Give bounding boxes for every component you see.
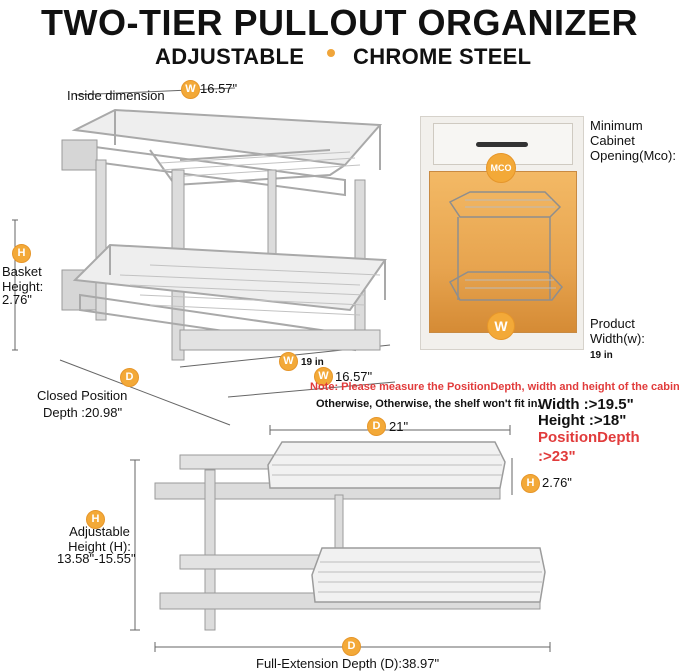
product-width-value: 19 in xyxy=(590,350,613,361)
width-19-label: 19 in xyxy=(301,357,324,368)
extended-organizer-illustration xyxy=(130,425,551,652)
product-width-badge: W xyxy=(487,312,515,340)
width-16-label: 16.57" xyxy=(335,369,373,384)
adjustable-height-value: 13.58"-15.55" xyxy=(57,551,136,566)
spec-position-depth: PositionDepth :>23" xyxy=(538,429,640,465)
depth-badge: D xyxy=(120,368,139,387)
separator-dot xyxy=(327,49,335,57)
adjustable-height-label: Adjustable Height (H): xyxy=(68,524,131,554)
measure-note: Note: Please measure the PositionDepth, … xyxy=(310,381,679,393)
closed-depth-label: Depth :20.98" xyxy=(43,405,123,420)
full-extension-badge: D xyxy=(342,637,361,656)
product-width-label: Product Width(w): xyxy=(590,316,645,346)
min-cabinet-opening-label: Minimum Cabinet Opening(Mco): xyxy=(590,118,676,163)
inside-width-value: 16.57" xyxy=(200,81,238,96)
subtitle-adjustable: ADJUSTABLE xyxy=(155,44,305,69)
inside-dimension-label: Inside dimension xyxy=(67,88,165,103)
page-title: TWO-TIER PULLOUT ORGANIZER xyxy=(41,2,638,43)
subtitle-chrome-steel: CHROME STEEL xyxy=(353,44,532,69)
full-extension-label: Full-Extension Depth (D):38.97" xyxy=(256,656,440,671)
spec-width: Width :>19.5" xyxy=(538,396,634,413)
mco-badge: MCO xyxy=(486,153,516,183)
closed-position-label: Closed Position xyxy=(37,388,128,403)
width-badge-2: W xyxy=(279,352,298,371)
adjustable-height-badge: H xyxy=(86,510,105,529)
width-badge: W xyxy=(181,80,200,99)
spec-height: Height :>18" xyxy=(538,412,627,429)
fit-warning: Otherwise, Otherwise, the shelf won't fi… xyxy=(316,398,541,410)
cabinet-opening xyxy=(429,171,577,333)
basket-height-value: 2.76" xyxy=(2,292,32,307)
basket-height-label: Basket Height: xyxy=(2,264,44,294)
closed-organizer-illustration xyxy=(12,87,396,426)
width-badge-3: W xyxy=(314,367,333,386)
height-badge: H xyxy=(12,244,31,263)
drawer-handle xyxy=(476,142,528,147)
extended-height-label: 2.76" xyxy=(542,475,572,490)
inner-organizer xyxy=(448,191,563,301)
extended-depth-badge: D xyxy=(367,417,386,436)
extended-height-badge: H xyxy=(521,474,540,493)
extended-width-label: 21" xyxy=(389,419,409,434)
